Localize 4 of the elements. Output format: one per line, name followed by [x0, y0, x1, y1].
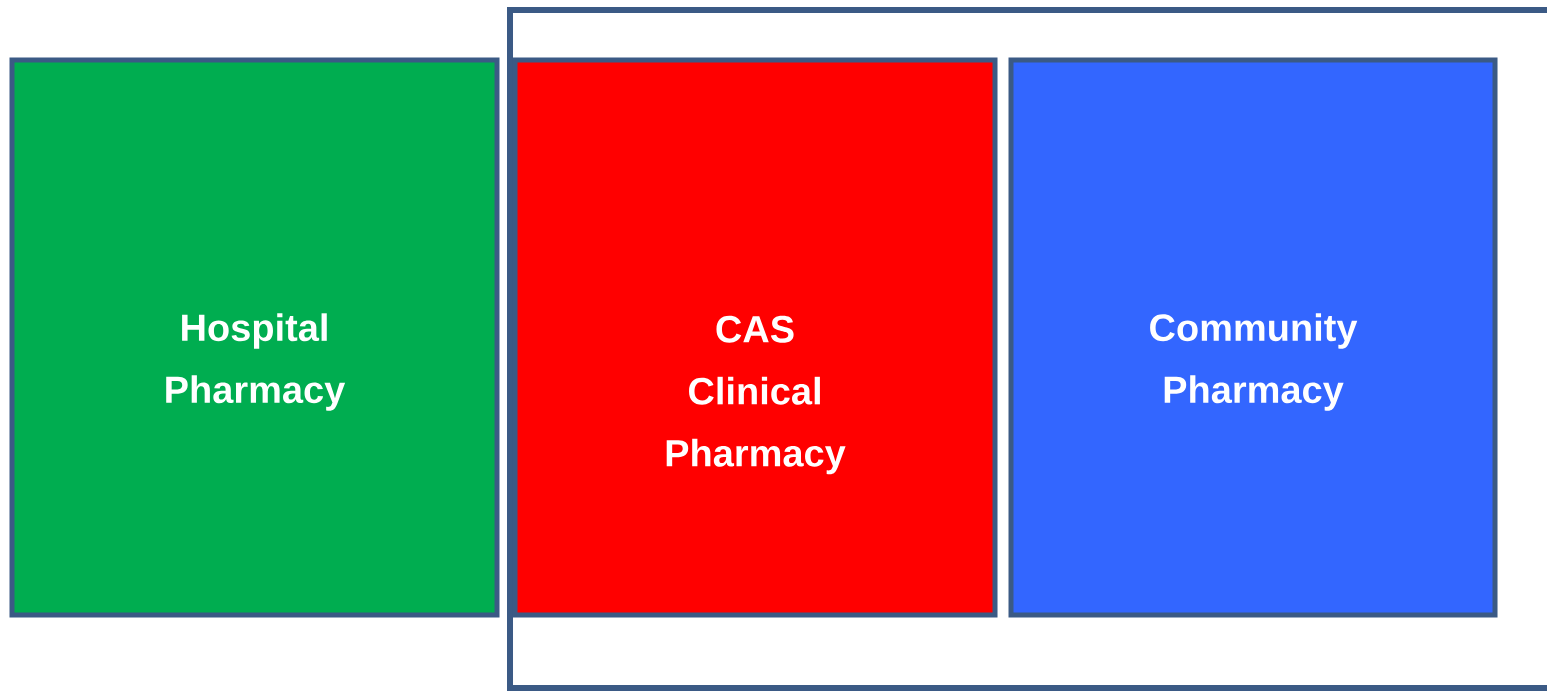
frame-box	[507, 7, 1547, 691]
pharmacy-box: Hospital Pharmacy	[9, 57, 500, 618]
pharmacy-box: Community Pharmacy	[1008, 57, 1498, 618]
pharmacy-box: CAS Clinical Pharmacy	[512, 57, 998, 618]
